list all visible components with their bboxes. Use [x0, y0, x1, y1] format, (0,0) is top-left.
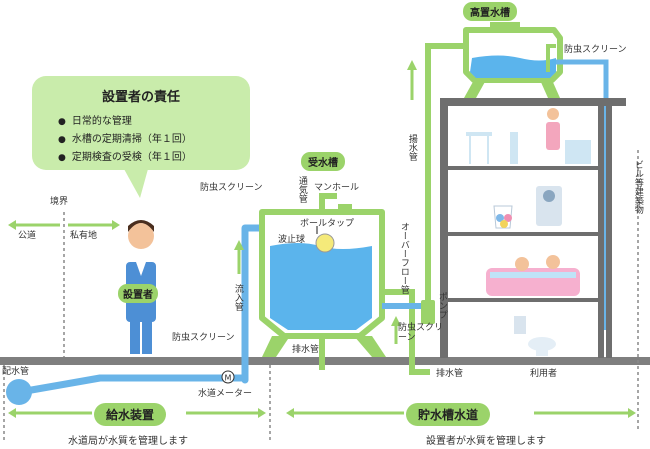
insect-screen-label-1: 防虫スクリーン: [200, 183, 263, 193]
bubble-item-2: 水槽の定期清掃（年１回）: [58, 130, 192, 145]
wave-ball-label: 波止球: [278, 235, 306, 245]
drain-arrow-up: [391, 316, 401, 326]
insect-screen-label-3: 防虫スクリーン: [398, 323, 444, 343]
building-label: ビル等建築物: [632, 160, 643, 214]
building-frame: [440, 98, 626, 358]
insect-screen-label-2: 防虫スクリーン: [172, 333, 235, 343]
floor-4-toilet: [514, 316, 556, 356]
user-label: 利用者: [530, 369, 558, 379]
installer-label: 設置者: [118, 284, 158, 303]
public-road-arrow: [8, 220, 60, 230]
floor-1-kitchen: [466, 108, 591, 164]
inflow-pipe-label: 流入管: [232, 284, 243, 311]
insect-screen-label-4: 防虫スクリーン: [564, 45, 627, 55]
bubble-item-1: 日常的な管理: [58, 112, 132, 127]
private-land-arrow: [68, 220, 120, 230]
pump-label: ポンプ: [436, 292, 447, 319]
receiving-tank: [259, 193, 386, 357]
pump-icon: [421, 300, 435, 324]
water-meter-symbol: M: [225, 374, 232, 383]
distribution-pipe-icon: [6, 379, 32, 405]
public-road-label: 公道: [18, 231, 37, 241]
high-tank: [463, 22, 563, 98]
water-meter-label: 水道メーター: [198, 389, 253, 399]
manhole-label: マンホール: [314, 183, 360, 193]
storage-section-arrow: [286, 408, 636, 418]
drain-pipe-label-1: 排水管: [292, 345, 320, 355]
supply-device-label: 給水装置: [94, 403, 167, 426]
floor-2-laundry: [493, 186, 562, 229]
boundary-label: 境界: [50, 197, 69, 207]
storage-note: 設置者が水質を管理します: [426, 436, 546, 447]
drain-pipe-label-2: 排水管: [436, 369, 464, 379]
inflow-arrow: [234, 240, 244, 274]
lift-pipe-label: 揚水管: [406, 134, 417, 161]
bubble-title: 設置者の責任: [101, 90, 180, 105]
supply-section-arrow: [8, 408, 266, 418]
distribution-pipe-label: 配水管: [2, 367, 30, 377]
ball-tap-label: ボールタップ: [300, 219, 355, 229]
bubble-tail: [124, 169, 148, 198]
bubble-item-3: 定期検査の受検（年１回）: [58, 148, 192, 163]
high-tank-label: 高置水槽: [463, 2, 517, 21]
overflow-pipe-label: オーバーフロー管: [398, 222, 409, 294]
water-meter-icon: [221, 370, 235, 384]
lift-pipe: [425, 43, 464, 300]
supply-note: 水道局が水質を管理します: [68, 436, 188, 447]
storage-system-label: 貯水槽水道: [406, 403, 491, 426]
receiving-tank-label: 受水槽: [301, 152, 345, 171]
vent-pipe-label: 通気管: [296, 176, 307, 203]
floor-3-bath: [486, 255, 580, 296]
lift-arrow: [407, 60, 417, 70]
drain-pipe-right: [409, 357, 430, 375]
overflow-pipe: [384, 289, 415, 357]
private-land-label: 私有地: [70, 231, 98, 241]
